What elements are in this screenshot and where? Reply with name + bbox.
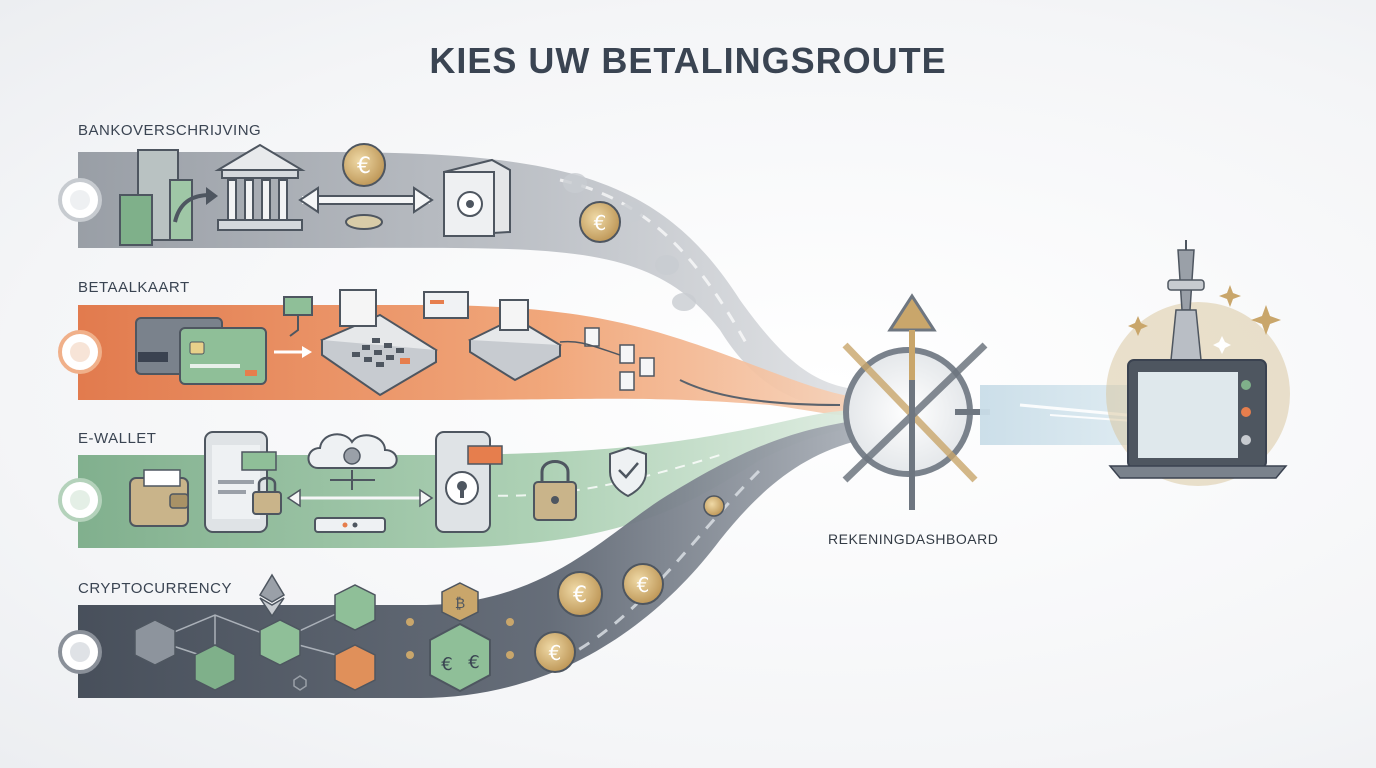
svg-text:€: € xyxy=(594,211,607,235)
blockchain-cube-icon: € € xyxy=(406,618,514,693)
euro-coin-icon: € xyxy=(622,563,664,605)
document-icons xyxy=(584,327,655,391)
svg-text:€: € xyxy=(637,573,650,597)
bitcoin-icon: ₿ xyxy=(441,582,479,622)
hub-label: REKENINGDASHBOARD xyxy=(828,531,999,547)
euro-coin-icon: € xyxy=(579,201,621,243)
credit-card-icon xyxy=(135,317,267,385)
padlock-icon xyxy=(252,476,282,515)
blockchain-cube-icon xyxy=(134,584,376,691)
route-label-wallet: E-WALLET xyxy=(78,430,157,447)
route-band-card xyxy=(78,305,860,416)
tower-icon xyxy=(1167,240,1205,371)
svg-text:€: € xyxy=(468,652,479,673)
euro-coin-icon: € xyxy=(342,143,386,187)
compass-hub-icon xyxy=(842,293,990,510)
page-title: KIES UW BETALINGSROUTE xyxy=(429,40,947,81)
sparkle-icons xyxy=(1128,285,1281,354)
svg-text:€: € xyxy=(357,154,371,179)
phone-icon xyxy=(204,431,277,533)
route-toggle-card xyxy=(58,330,102,374)
svg-text:€: € xyxy=(573,583,587,608)
double-arrow-icon xyxy=(298,186,434,214)
wallet-icon xyxy=(129,469,189,527)
shield-check-icon xyxy=(609,446,647,498)
euro-coin-icon: € xyxy=(557,571,603,617)
route-toggle-wallet xyxy=(58,478,102,522)
padlock-icon xyxy=(533,460,577,521)
route-band-bank xyxy=(78,152,860,410)
buildings-icon xyxy=(119,149,218,246)
pos-terminal-icon xyxy=(467,299,562,382)
ethereum-icon xyxy=(258,573,286,618)
pos-terminal-icon xyxy=(320,289,438,397)
svg-text:€: € xyxy=(549,641,562,665)
svg-text:₿: ₿ xyxy=(455,596,465,612)
blockchain-network xyxy=(154,604,356,661)
route-label-bank: BANKOVERSCHRIJVING xyxy=(78,122,262,139)
svg-text:€: € xyxy=(441,654,452,675)
laptop-dashboard-icon xyxy=(1108,359,1288,479)
route-label-crypto: CRYPTOCURRENCY xyxy=(78,580,232,597)
route-toggle-crypto xyxy=(58,630,102,674)
cloud-icon xyxy=(307,433,398,533)
route-toggle-bank xyxy=(58,178,102,222)
route-label-card: BETAALKAART xyxy=(78,279,190,296)
bank-icon xyxy=(214,143,306,231)
euro-coin-icon: € xyxy=(534,631,576,673)
safe-icon xyxy=(443,158,511,238)
phone-icon xyxy=(435,431,503,533)
